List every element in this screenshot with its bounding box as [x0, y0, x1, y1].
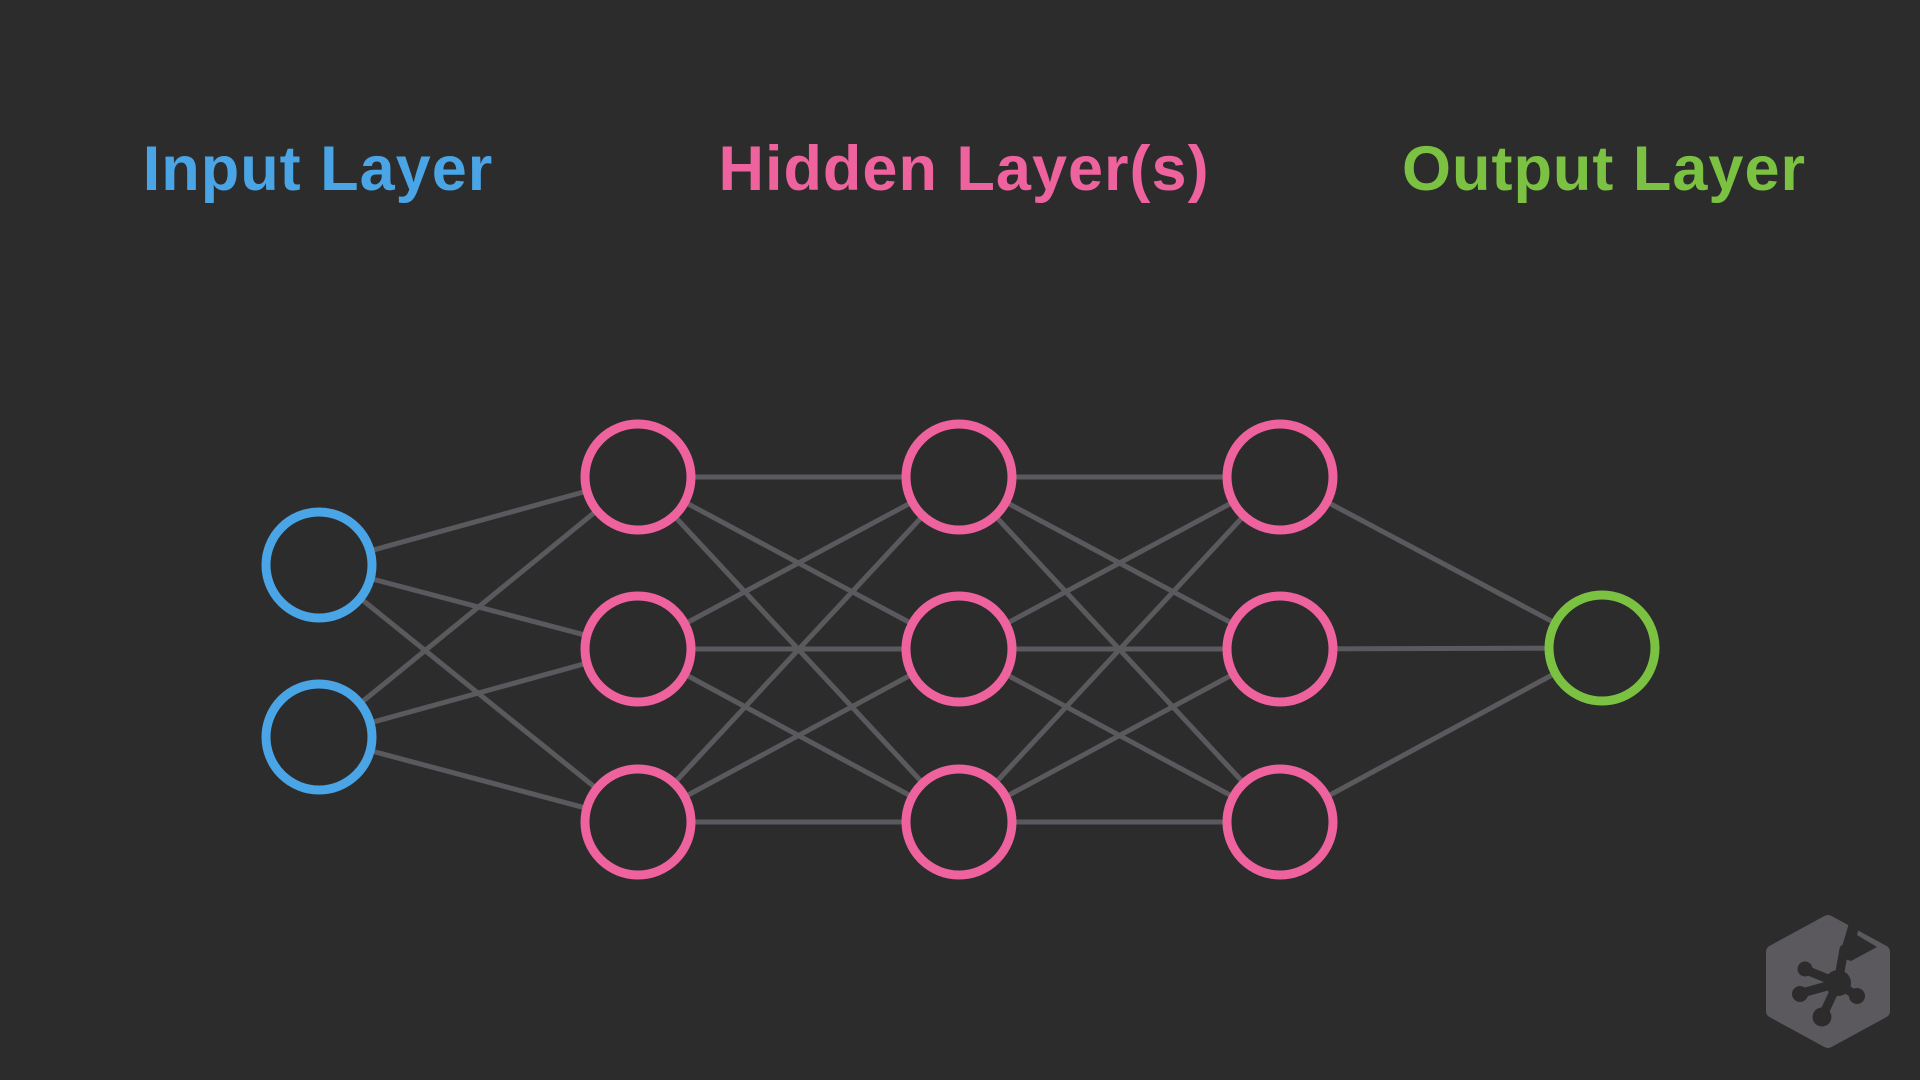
- logo-footprint-cutout: [1792, 913, 1877, 1027]
- hidden-layer-1-node-2: [580, 591, 696, 707]
- input-layer-node-2: [261, 679, 377, 795]
- hidden-layer-1-node-1: [580, 419, 696, 535]
- edge-input-layer-to-hidden-layer-1: [317, 475, 640, 739]
- hidden-layer-label: Hidden Layer(s): [718, 134, 1210, 204]
- hidden-layer-2-node-3: [901, 764, 1017, 880]
- hidden-layer-2-node-2: [901, 591, 1017, 707]
- input-layer-node-1: [261, 507, 377, 623]
- output-layer-label: Output Layer: [1401, 134, 1807, 204]
- edge-hidden-layer-3-to-output-layer: [1278, 474, 1604, 651]
- edge-hidden-layer-2-to-hidden-layer-3: [957, 646, 1282, 825]
- hidden-layer-3-node-1: [1222, 419, 1338, 535]
- hexagon-gecko-footprint-logo-icon: [1766, 913, 1890, 1048]
- edge-hidden-layer-2-to-hidden-layer-3: [957, 474, 1282, 652]
- edge-hidden-layer-1-to-hidden-layer-2: [636, 646, 961, 825]
- input-layer-label: Input Layer: [142, 134, 494, 204]
- hidden-layer-2-node-1: [901, 419, 1017, 535]
- hidden-layer-3-node-3: [1222, 764, 1338, 880]
- hidden-layer-1-node-3: [580, 764, 696, 880]
- edge-hidden-layer-2-to-hidden-layer-3: [957, 475, 1282, 824]
- hidden-layer-3-node-2: [1222, 591, 1338, 707]
- edge-hidden-layer-1-to-hidden-layer-2: [636, 474, 961, 652]
- edge-hidden-layer-1-to-hidden-layer-2: [636, 475, 961, 824]
- edge-hidden-layer-3-to-output-layer: [1278, 645, 1604, 825]
- output-layer-node-1: [1544, 590, 1660, 706]
